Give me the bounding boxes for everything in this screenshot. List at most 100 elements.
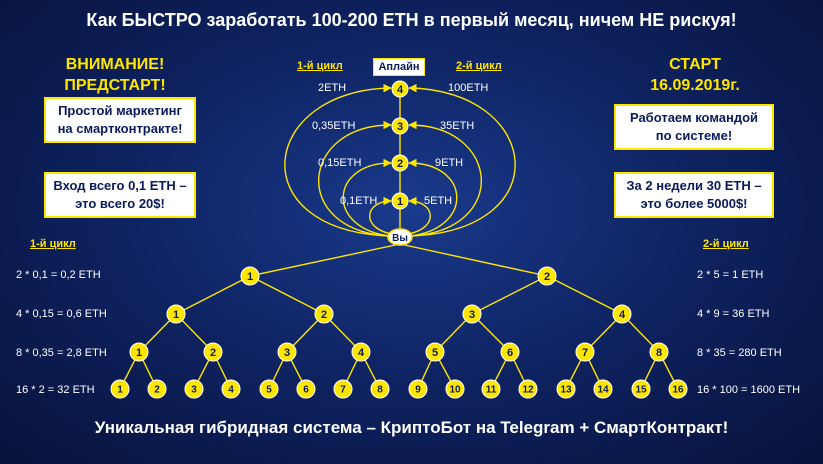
level-1-right-value: 5ЕТН [424, 195, 453, 207]
tree-node-l4-16-label: 16 [672, 385, 684, 396]
upline-node-3-circle [391, 117, 409, 135]
upline-node-4-label: 4 [397, 84, 404, 96]
loop-level-4-right [408, 83, 516, 237]
tree-node-l3-5-circle [425, 342, 445, 362]
tree-node-l4-5: 5 [259, 379, 279, 399]
tree-node-l3-8-circle [649, 342, 669, 362]
tree-node-l2-4-label: 4 [619, 309, 626, 321]
tree-node-l1-2-circle [537, 266, 557, 286]
tree-node-l3-4-circle [351, 342, 371, 362]
tree-node-l3-1-circle [129, 342, 149, 362]
tree-node-l3-2-circle [203, 342, 223, 362]
upline-node-1-circle [391, 192, 409, 210]
tree-node-l4-2: 2 [147, 379, 167, 399]
tree-node-l3-7-circle [575, 342, 595, 362]
loop-level-1-right [407, 196, 431, 235]
info-box-team-line-1: Работаем командой [629, 110, 759, 125]
start-line-2: 16.09.2019г. [650, 77, 740, 94]
tree-node-l1-2-label: 2 [544, 271, 550, 283]
tree-node-l3-6-circle [500, 342, 520, 362]
warning-heading: ВНИМАНИЕ! ПРЕДСТАРТ! [40, 54, 190, 96]
tree-node-l4-9: 9 [408, 379, 428, 399]
tree-node-l4-7: 7 [333, 379, 353, 399]
tree-node-l4-11-circle [481, 379, 501, 399]
tree-node-l4-16-circle [668, 379, 688, 399]
upline-node-2-circle [391, 154, 409, 172]
tree-node-l3-7: 7 [575, 342, 595, 362]
tree-node-l2-2-circle [314, 304, 334, 324]
start-line-1: СТАРТ [669, 56, 721, 73]
info-box-earnings-line-2: это более 5000$! [640, 196, 748, 211]
tree-node-l2-1: 1 [166, 304, 186, 324]
right-calc-row-1: 2 * 5 = 1 ЕТН [697, 269, 764, 281]
upline-node-3-label: 3 [397, 121, 403, 133]
top-cycle1-label: 1-й цикл [297, 60, 343, 72]
info-box-entry-line-1: Вход всего 0,1 ЕТН – [53, 178, 187, 193]
tree-node-l4-6-circle [296, 379, 316, 399]
level-2-left-value: 0,15ЕТН [318, 157, 362, 169]
level-1-left-value: 0,1ЕТН [340, 195, 378, 207]
you-node: Вы [387, 228, 413, 246]
tree-node-l3-5-label: 5 [432, 347, 438, 359]
level-3-left-value: 0,35ЕТН [312, 120, 356, 132]
tree-node-l4-9-label: 9 [415, 385, 421, 396]
tree-node-l4-14-label: 14 [597, 385, 609, 396]
tree-node-l4-4-label: 4 [228, 385, 234, 396]
left-calc-row-3: 8 * 0,35 = 2,8 ЕТН [16, 347, 107, 359]
tree-node-l1-1-circle [240, 266, 260, 286]
tree-edge-l2-3 [546, 275, 623, 315]
tree-node-l3-7-label: 7 [582, 347, 588, 359]
tree-node-l4-1-circle [110, 379, 130, 399]
tree-node-l2-4-circle [612, 304, 632, 324]
loop-level-4 [284, 83, 392, 237]
upline-node-2-label: 2 [397, 158, 403, 170]
tree-node-l3-3-label: 3 [284, 347, 290, 359]
tree-node-l4-7-label: 7 [340, 385, 346, 396]
info-box-marketing: Простой маркетинг на смартконтракте! [44, 97, 196, 143]
tree-node-l1-1-label: 1 [247, 271, 253, 283]
left-cycle-label: 1-й цикл [30, 238, 76, 250]
tree-node-l4-2-circle [147, 379, 167, 399]
tree-node-l2-4: 4 [612, 304, 632, 324]
tree-node-l4-13-label: 13 [560, 385, 572, 396]
upline-node-1: 1 [391, 192, 409, 210]
loop-level-2 [342, 158, 392, 237]
top-cycle2-label: 2-й цикл [456, 60, 502, 72]
loop-level-3-right [408, 120, 482, 237]
loop-level-1 [369, 196, 393, 235]
tree-node-l3-6-label: 6 [507, 347, 513, 359]
start-heading: СТАРТ 16.09.2019г. [620, 54, 770, 96]
upline-node-4: 4 [391, 80, 409, 98]
tree-node-l2-2: 2 [314, 304, 334, 324]
info-box-earnings: За 2 недели 30 ЕТН – это более 5000$! [614, 172, 774, 218]
tree-node-l3-2-label: 2 [210, 347, 216, 359]
tree-node-l3-3-circle [277, 342, 297, 362]
tree-node-l4-2-label: 2 [154, 385, 160, 396]
tree-node-l2-3-label: 3 [469, 309, 475, 321]
tree-node-l4-14: 14 [593, 379, 613, 399]
warning-line-2: ПРЕДСТАРТ! [64, 77, 166, 94]
tree-node-l4-4-circle [221, 379, 241, 399]
tree-node-l3-3: 3 [277, 342, 297, 362]
tree-node-l2-3: 3 [462, 304, 482, 324]
tree-node-l4-13: 13 [556, 379, 576, 399]
footer-slogan: Уникальная гибридная система – КриптоБот… [94, 418, 729, 437]
tree-node-l4-8-label: 8 [377, 385, 383, 396]
tree-node-l4-12: 12 [518, 379, 538, 399]
tree-node-l3-2: 2 [203, 342, 223, 362]
tree-node-l4-5-label: 5 [266, 385, 272, 396]
tree-node-l3-8: 8 [649, 342, 669, 362]
level-2-right-value: 9ЕТН [435, 157, 464, 169]
info-box-marketing-line-2: на смартконтракте! [57, 121, 183, 136]
tree-node-l4-6: 6 [296, 379, 316, 399]
tree-node-l4-8-circle [370, 379, 390, 399]
you-node-label: Вы [392, 233, 408, 244]
left-calc-row-4: 16 * 2 = 32 ЕТН [16, 384, 95, 396]
tree-node-l4-15: 15 [631, 379, 651, 399]
info-box-earnings-line-1: За 2 недели 30 ЕТН – [626, 178, 762, 193]
tree-node-l2-3-circle [462, 304, 482, 324]
upline-box: Аплайн [373, 58, 425, 76]
tree-node-l1-1: 1 [240, 266, 260, 286]
upline-node-1-label: 1 [397, 196, 403, 208]
